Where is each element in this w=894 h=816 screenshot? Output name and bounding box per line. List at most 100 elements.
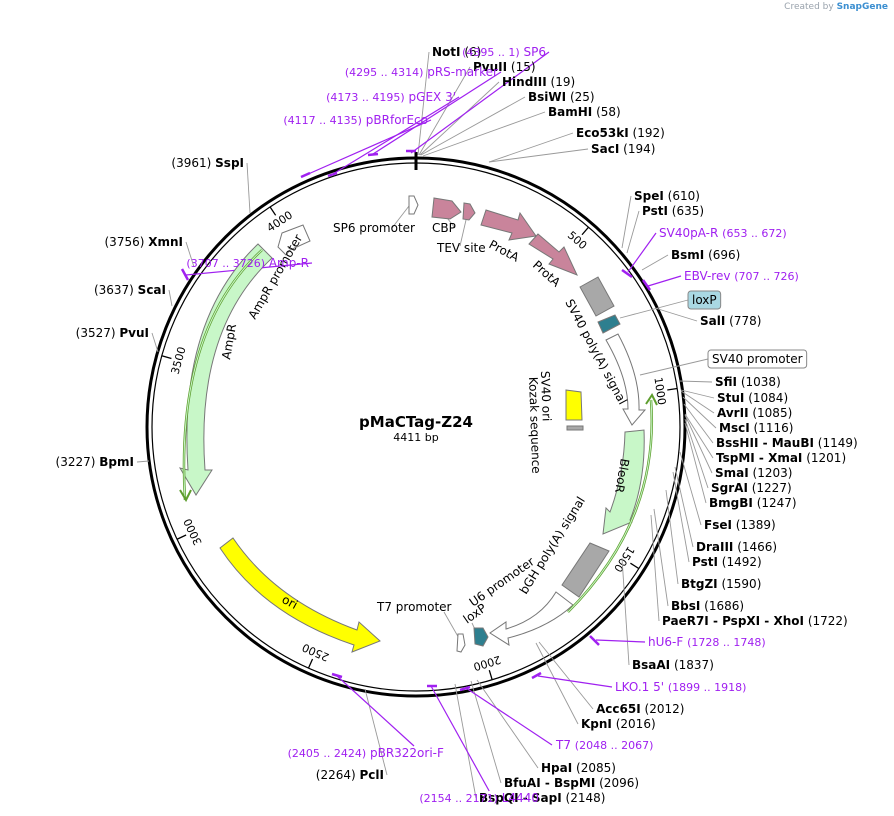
enzyme-acc65i-27[interactable]: Acc65I (2012) (596, 702, 684, 716)
enzyme-msci-14[interactable]: MscI (1116) (719, 421, 793, 435)
feature-label-tev-site-2: TEV site (436, 241, 486, 255)
primer-pbr322ori-f[interactable]: (2405 .. 2424) pBR322ori-F (288, 746, 444, 760)
enzyme-leader-10 (654, 307, 698, 322)
primer-site-8 (531, 671, 542, 680)
enzyme-hindiii-2[interactable]: HindIII (19) (502, 75, 575, 89)
enzyme-scai-35[interactable]: (3637) ScaI (94, 283, 166, 297)
enzyme-label: StuI (1084) (717, 391, 788, 405)
enzyme-label: BamHI (58) (548, 105, 621, 119)
primer-ebv-rev[interactable]: EBV-rev (707 .. 726) (684, 269, 799, 283)
tick-1500 (630, 562, 640, 570)
primer-pgex-3[interactable]: (4173 .. 4195) pGEX 3' (326, 90, 456, 104)
enzyme-eco53ki-5[interactable]: Eco53kI (192) (576, 126, 665, 140)
primer-hu6-f[interactable]: hU6-F (1728 .. 1748) (648, 635, 766, 649)
enzyme-leader-33 (136, 460, 150, 463)
enzyme-pvuii-1[interactable]: PvuII (15) (473, 60, 536, 74)
enzyme-bsmi-9[interactable]: BsmI (696) (671, 248, 740, 262)
primer-sp6[interactable]: (4395 .. 1) SP6 (462, 45, 546, 59)
primer-label: (4117 .. 4135) pBRforEco (283, 113, 428, 127)
tick-3000 (176, 534, 187, 540)
enzyme-noti-0[interactable]: NotI (6) (432, 45, 481, 59)
enzyme-label: BbsI (1686) (671, 599, 744, 613)
boxed-label-frame (707, 349, 808, 369)
boxed-label-text: loxP (692, 293, 717, 307)
primer-label: SV40pA-R (653 .. 672) (659, 226, 787, 240)
primer-sv40pa-r[interactable]: SV40pA-R (653 .. 672) (659, 226, 787, 240)
enzyme-label: SmaI (1203) (715, 466, 792, 480)
enzyme-label: (3961) SspI (171, 156, 244, 170)
enzyme-stui-12[interactable]: StuI (1084) (717, 391, 788, 405)
enzyme-label: (3756) XmnI (105, 235, 184, 249)
enzyme-hpai-29[interactable]: HpaI (2085) (541, 761, 616, 775)
enzyme-label: DraIII (1466) (696, 540, 777, 554)
enzyme-bpmi-33[interactable]: (3227) BpmI (56, 455, 134, 469)
enzyme-leader-5 (488, 132, 574, 163)
enzyme-sfii-11[interactable]: SfiI (1038) (715, 375, 781, 389)
enzyme-bsiwi-3[interactable]: BsiWI (25) (528, 90, 595, 104)
primer-lines (180, 51, 682, 792)
enzyme-sgrai-18[interactable]: SgrAI (1227) (711, 481, 792, 495)
boxed-label-text: SV40 promoter (712, 352, 803, 366)
enzyme-bamhi-4[interactable]: BamHI (58) (548, 105, 621, 119)
enzyme-sspi-37[interactable]: (3961) SspI (171, 156, 244, 170)
enzyme-leader-28 (535, 642, 579, 725)
enzyme-bbsi-24[interactable]: BbsI (1686) (671, 599, 744, 613)
enzyme-bfuai-bspmi-30[interactable]: BfuAI - BspMI (2096) (504, 776, 639, 790)
primer-t7[interactable]: T7 (2048 .. 2067) (555, 738, 653, 752)
enzyme-label: BtgZI (1590) (681, 577, 761, 591)
primer-leader-1 (372, 71, 502, 155)
primer-prs-marker[interactable]: (4295 .. 4314) pRS-marker (345, 65, 498, 79)
enzyme-smai-17[interactable]: SmaI (1203) (715, 466, 792, 480)
enzyme-label: SfiI (1038) (715, 375, 781, 389)
enzyme-avrii-13[interactable]: AvrII (1085) (717, 406, 792, 420)
enzyme-xmni-36[interactable]: (3756) XmnI (105, 235, 184, 249)
primer-site-1 (367, 152, 379, 157)
enzyme-label: HindIII (19) (502, 75, 575, 89)
enzyme-bsshii-maubi-15[interactable]: BssHII - MauBI (1149) (716, 436, 858, 450)
enzyme-label: PstI (635) (642, 204, 704, 218)
enzyme-label: KpnI (2016) (581, 717, 656, 731)
feature-bleor (602, 429, 645, 535)
boxed-label-sv40-promoter[interactable]: SV40 promoter (707, 349, 808, 369)
enzyme-leader-2 (419, 81, 500, 156)
enzyme-leader-12 (680, 389, 715, 399)
enzyme-tspmi-xmai-16[interactable]: TspMI - XmaI (1201) (716, 451, 846, 465)
enzyme-pcli-32[interactable]: (2264) PclI (316, 768, 384, 782)
snapgene-brand: Created by SnapGene (784, 2, 888, 12)
orf-arc-bleor-highlight (567, 399, 653, 613)
primer-lko-1-5[interactable]: LKO.1 5' (1899 .. 1918) (615, 680, 746, 694)
primer-pbrforeco[interactable]: (4117 .. 4135) pBRforEco (283, 113, 428, 127)
enzyme-pvui-34[interactable]: (3527) PvuI (76, 326, 149, 340)
tick-1000 (667, 387, 678, 391)
enzyme-psti-22[interactable]: PstI (1492) (692, 555, 762, 569)
enzyme-label: BspQI - SapI (2148) (479, 791, 605, 805)
feature-label-ori-13: ori (280, 592, 300, 612)
enzyme-label: SacI (194) (591, 142, 655, 156)
enzyme-leader-29 (476, 679, 539, 769)
enzyme-bspqi-sapi-31[interactable]: BspQI - SapI (2148) (479, 791, 605, 805)
enzyme-label: BsaAI (1837) (632, 658, 714, 672)
enzyme-fsei-20[interactable]: FseI (1389) (704, 518, 776, 532)
enzyme-saci-6[interactable]: SacI (194) (591, 142, 655, 156)
boxed-label-loxp[interactable]: loxP (687, 290, 722, 310)
tick-500 (581, 226, 590, 236)
enzyme-btgzi-23[interactable]: BtgZI (1590) (681, 577, 761, 591)
enzyme-label: MscI (1116) (719, 421, 793, 435)
enzyme-label: BsiWI (25) (528, 90, 595, 104)
primer-l4440[interactable]: (2154 .. 2171) L4440 (419, 791, 539, 805)
snapgene-logo: SnapGene (836, 2, 888, 12)
enzyme-bmgbi-19[interactable]: BmgBI (1247) (709, 496, 797, 510)
enzyme-psti-8[interactable]: PstI (635) (642, 204, 704, 218)
enzyme-draiii-21[interactable]: DraIII (1466) (696, 540, 777, 554)
enzyme-paer7i-pspxi-xhoi-25[interactable]: PaeR7I - PspXI - XhoI (1722) (662, 614, 848, 628)
enzyme-sali-10[interactable]: SalI (778) (700, 314, 761, 328)
feature-leader-4 (443, 611, 461, 641)
enzyme-spei-7[interactable]: SpeI (610) (634, 189, 700, 203)
feature-label-cbp-1: CBP (432, 221, 456, 235)
enzyme-kpni-28[interactable]: KpnI (2016) (581, 717, 656, 731)
enzyme-bsaai-26[interactable]: BsaAI (1837) (632, 658, 714, 672)
primer-labels: (4395 .. 1) SP6 (4295 .. 4314) pRS-marker… (186, 45, 798, 805)
enzyme-label: HpaI (2085) (541, 761, 616, 775)
primer-amp-r[interactable]: (3707 .. 3726) Amp-R (186, 256, 309, 270)
